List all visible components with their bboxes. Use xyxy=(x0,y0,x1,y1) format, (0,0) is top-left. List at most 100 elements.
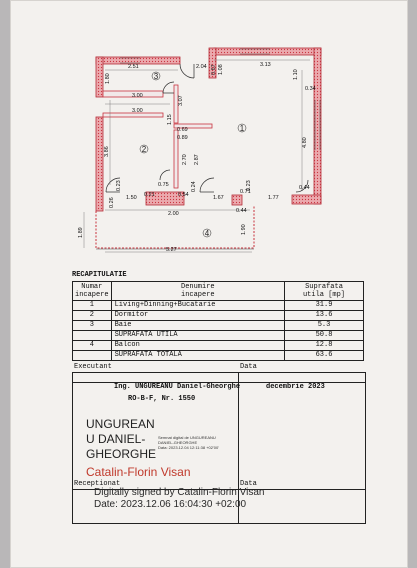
dim-label: 0.23 xyxy=(116,180,122,191)
cell-num xyxy=(72,350,112,361)
dim-label: 0.67 xyxy=(211,64,217,75)
date-value: decembrie 2023 xyxy=(266,383,325,391)
doors xyxy=(105,63,309,193)
dim-label: 0.34 xyxy=(305,86,316,92)
dim-label: 3.00 xyxy=(132,108,143,114)
windows xyxy=(120,48,321,150)
dim-label: 2.00 xyxy=(168,211,179,217)
dim-label: 1.15 xyxy=(167,114,173,125)
dim-label: 2.70 xyxy=(182,154,188,165)
cell-name: Balcon xyxy=(110,340,286,351)
dim-label: 4.80 xyxy=(302,137,308,148)
room-label-3: 3 xyxy=(154,72,159,81)
exterior-walls xyxy=(95,47,322,212)
sig-line: U DANIEL- xyxy=(86,432,146,446)
cell-area: 13.6 xyxy=(284,310,364,321)
sig-detail: Semnat digital de UNGUREANU xyxy=(158,435,216,440)
room-numbers: 3 1 2 4 xyxy=(139,71,247,238)
door-liv-bal xyxy=(199,177,215,193)
dim-label: 1.89 xyxy=(78,227,84,238)
wall-bed-right xyxy=(173,129,179,189)
table-row: 4 Balcon 12.8 xyxy=(72,340,364,351)
sig-line: UNGUREAN xyxy=(86,417,155,431)
dim-label: 5.27 xyxy=(166,247,177,253)
signature-name-block: UNGUREAN U DANIEL- GHEORGHE xyxy=(86,417,156,462)
cell-num: 2 xyxy=(72,310,112,321)
digital-signature-line: Digitally signed by Catalin-Florin Visan xyxy=(94,487,265,498)
table-row: 1 Living+Dinning+Bucatarie 31.9 xyxy=(72,300,364,311)
door-entry xyxy=(179,63,195,79)
dim-label: 0.54 xyxy=(178,192,189,198)
document-sheet: 3 1 2 4 2.51 2.04 3.13 3.00 3.00 0.69 0.… xyxy=(10,0,408,568)
dim-label: 2.51 xyxy=(128,64,139,70)
cell-area: 12.8 xyxy=(284,340,364,351)
floor-plan: 3 1 2 4 2.51 2.04 3.13 3.00 3.00 0.69 0.… xyxy=(78,47,322,253)
dim-label: 3.00 xyxy=(132,93,143,99)
wall-bottom-right xyxy=(231,194,243,206)
dim-label: 1.67 xyxy=(213,195,224,201)
wall-bath-bottom2 xyxy=(102,112,164,118)
cell-num: 1 xyxy=(72,300,112,311)
cell-name: Baie xyxy=(110,320,286,331)
dim-label: 0.23 xyxy=(246,180,252,191)
dim-label: 1.77 xyxy=(268,195,279,201)
cell-num: 4 xyxy=(72,340,112,351)
dim-label: 3.13 xyxy=(260,62,271,68)
dim-label: 0.75 xyxy=(158,182,169,188)
dim-label: 1.10 xyxy=(293,69,299,80)
signature-details: Semnat digital de UNGUREANU DANIEL-GHEOR… xyxy=(158,435,219,450)
engineer-name: Ing. UNGUREANU Daniel-Gheorghe xyxy=(114,383,241,391)
dim-label: 2.04 xyxy=(196,64,207,70)
wall-left-lower xyxy=(95,116,104,212)
table-row: 2 Dormitor 13.6 xyxy=(72,310,364,321)
dim-label: 1.80 xyxy=(105,73,111,84)
cell-name: SUPRAFATA TOTALA xyxy=(110,350,286,361)
license-number: RO-B-F, Nr. 1550 xyxy=(128,395,196,403)
cell-area: 31.9 xyxy=(284,300,364,311)
dim-label: 1.08 xyxy=(218,64,224,75)
dim-label: 0.69 xyxy=(177,127,188,133)
wall-bath-bottom xyxy=(102,90,164,98)
door-right xyxy=(295,179,309,193)
sig-detail: DANIEL-GHEORGHE xyxy=(158,440,198,445)
wall-bottom-mid xyxy=(145,191,185,206)
wall-bottom-right2 xyxy=(291,194,322,205)
door-bed xyxy=(159,169,171,181)
room-label-2: 2 xyxy=(142,145,147,154)
data-label-2: Data xyxy=(240,480,257,488)
dim-label: 0.24 xyxy=(191,181,197,192)
wall-corridor xyxy=(173,123,213,129)
room-label-1: 1 xyxy=(240,124,245,133)
cell-area: 50.8 xyxy=(284,330,364,341)
cell-name: Living+Dinning+Bucatarie xyxy=(110,300,286,311)
dim-label: 0.26 xyxy=(109,197,115,208)
dimension-labels: 2.51 2.04 3.13 3.00 3.00 0.69 0.89 0.75 … xyxy=(78,62,316,253)
dim-label: 2.87 xyxy=(194,154,200,165)
wall-notch xyxy=(208,47,217,79)
table-row: 3 Baie 5.3 xyxy=(72,320,364,331)
balcony-railing xyxy=(95,205,255,249)
data-label: Data xyxy=(240,363,257,371)
interior-walls xyxy=(102,84,213,189)
receptionat-label: Receptionat xyxy=(74,480,121,488)
cell-area: 5.3 xyxy=(284,320,364,331)
sig-line: GHEORGHE xyxy=(86,447,157,461)
table-row: SUPRAFATA TOTALA 63.6 xyxy=(72,350,364,361)
cell-name: SUPRAFATA UTILA xyxy=(110,330,286,341)
digital-signature-date: Date: 2023.12.06 16:04:30 +02:00 xyxy=(94,499,247,510)
wall-bath-right xyxy=(173,84,179,124)
signature-block xyxy=(72,372,366,524)
dim-label: 3.86 xyxy=(104,146,110,157)
cell-num: 3 xyxy=(72,320,112,331)
door-bath xyxy=(162,81,175,94)
cell-name: Dormitor xyxy=(110,310,286,321)
dim-lines xyxy=(83,59,310,253)
dim-label: 0.89 xyxy=(177,135,188,141)
executant-label: Executant xyxy=(74,363,112,371)
cell-area: 63.6 xyxy=(284,350,364,361)
